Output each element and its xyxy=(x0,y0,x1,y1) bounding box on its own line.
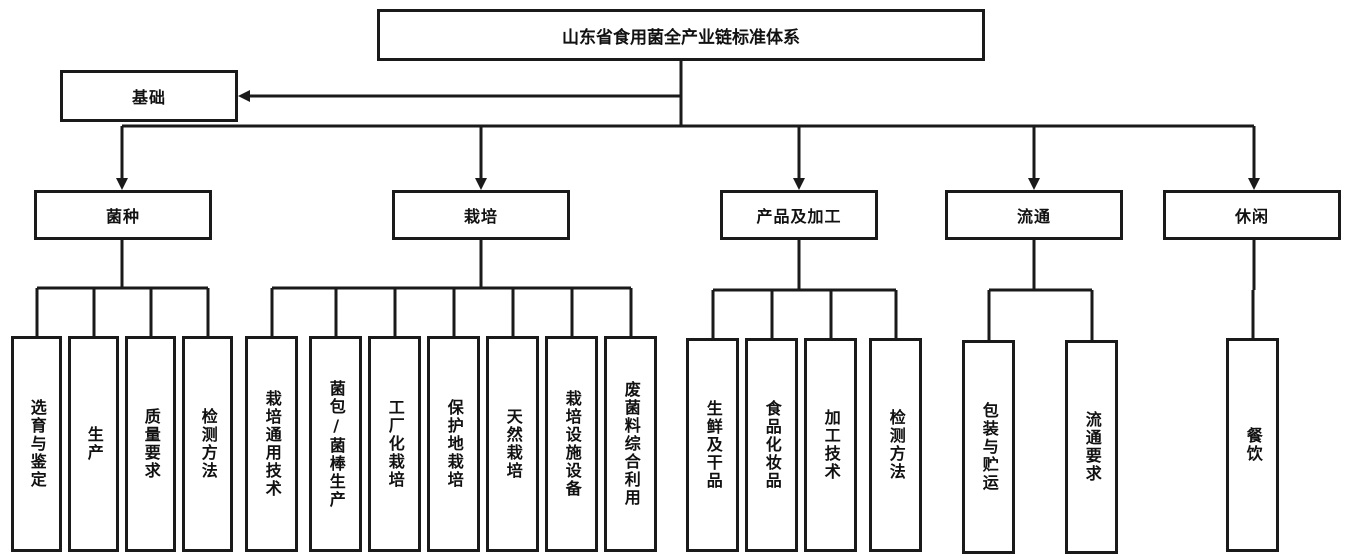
leaf-label: 餐饮 xyxy=(1243,427,1263,463)
leaf-label: 生鲜及干品 xyxy=(703,400,723,490)
leaf-spent-substrate-utilization: 废菌料综合利用 xyxy=(604,336,657,552)
leaf-label: 加工技术 xyxy=(821,409,841,481)
leaf-label: 检测方法 xyxy=(886,409,906,481)
base-node-label: 基础 xyxy=(131,88,166,107)
leaf-label: 菌包/菌棒生产 xyxy=(326,379,346,509)
leaf-quality-requirements: 质量要求 xyxy=(125,336,176,552)
category-circulation: 流通 xyxy=(945,190,1123,240)
category-arrow-head xyxy=(1028,178,1040,190)
leaf-breeding-identification: 选育与鉴定 xyxy=(11,336,62,552)
leaf-product-testing-methods: 检测方法 xyxy=(869,338,922,552)
leaf-label: 包装与贮运 xyxy=(979,402,999,492)
leaf-general-cultivation-tech: 栽培通用技术 xyxy=(245,336,298,552)
category-label: 栽培 xyxy=(463,207,498,226)
category-arrow-head xyxy=(793,178,805,190)
category-products-processing: 产品及加工 xyxy=(720,190,878,240)
leaf-label: 天然栽培 xyxy=(503,408,523,480)
category-leisure: 休闲 xyxy=(1163,190,1341,240)
leaf-processing-tech: 加工技术 xyxy=(804,338,857,552)
category-label: 休闲 xyxy=(1234,207,1269,226)
leaf-label: 保护地栽培 xyxy=(444,399,464,489)
root-node: 山东省食用菌全产业链标准体系 xyxy=(377,9,985,61)
leaf-natural-cultivation: 天然栽培 xyxy=(486,336,539,552)
leaf-catering: 餐饮 xyxy=(1226,338,1279,552)
category-arrow-head xyxy=(1248,178,1260,190)
base-node: 基础 xyxy=(60,70,238,122)
leaf-factory-cultivation: 工厂化栽培 xyxy=(368,336,421,552)
category-label: 流通 xyxy=(1016,207,1051,226)
leaf-label: 检测方法 xyxy=(198,408,218,480)
leaf-packaging-storage: 包装与贮运 xyxy=(962,340,1015,554)
leaf-testing-methods: 检测方法 xyxy=(182,336,233,552)
leaf-food-cosmetics: 食品化妆品 xyxy=(745,338,798,552)
leaf-label: 栽培通用技术 xyxy=(262,390,282,498)
leaf-label: 流通要求 xyxy=(1082,411,1102,483)
category-arrow-head xyxy=(475,178,487,190)
leaf-cultivation-equipment: 栽培设施设备 xyxy=(545,336,598,552)
leaf-label: 食品化妆品 xyxy=(762,400,782,490)
leaf-label: 栽培设施设备 xyxy=(562,390,582,498)
category-arrow-head xyxy=(116,178,128,190)
leaf-spawn-bag-production: 菌包/菌棒生产 xyxy=(309,336,362,552)
leaf-label: 质量要求 xyxy=(141,408,161,480)
base-arrow-head xyxy=(238,90,250,102)
leaf-label: 生产 xyxy=(84,426,104,462)
leaf-fresh-dried-products: 生鲜及干品 xyxy=(686,338,739,552)
leaf-label: 废菌料综合利用 xyxy=(621,381,641,507)
category-cultivation: 栽培 xyxy=(392,190,570,240)
root-node-label: 山东省食用菌全产业链标准体系 xyxy=(562,27,800,48)
leaf-label: 工厂化栽培 xyxy=(385,399,405,489)
category-label: 产品及加工 xyxy=(756,207,842,226)
leaf-protected-cultivation: 保护地栽培 xyxy=(427,336,480,552)
category-spawn: 菌种 xyxy=(34,190,212,240)
leaf-label: 选育与鉴定 xyxy=(27,399,47,489)
leaf-circulation-requirements: 流通要求 xyxy=(1065,340,1118,554)
leaf-production: 生产 xyxy=(68,336,119,552)
category-label: 菌种 xyxy=(105,207,140,226)
